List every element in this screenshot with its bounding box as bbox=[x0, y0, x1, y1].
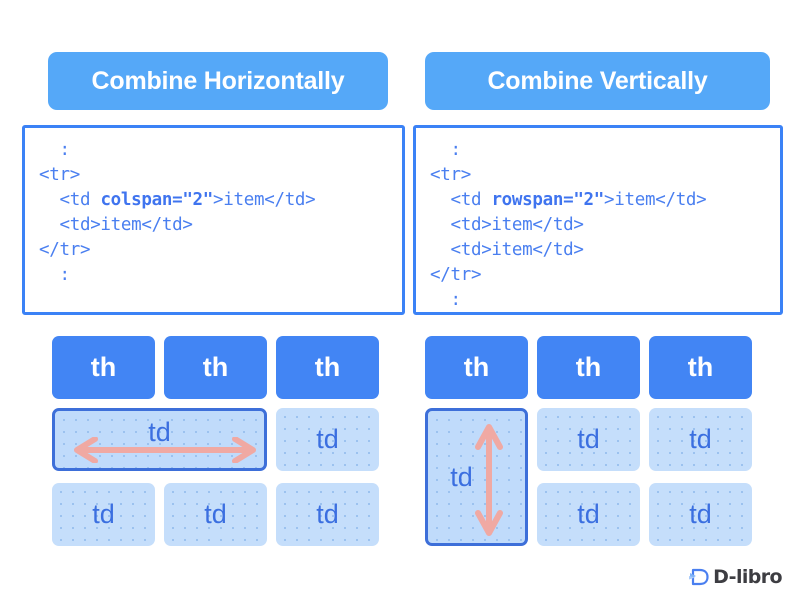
header-cell-th: th bbox=[52, 336, 155, 399]
code-text: <td>item</td> bbox=[59, 215, 193, 235]
code-line: : bbox=[39, 138, 388, 163]
code-text: <tr> bbox=[39, 165, 80, 185]
data-cell-td: td bbox=[164, 483, 267, 546]
cell-label: td bbox=[92, 499, 115, 529]
panel-title-vertical: Combine Vertically bbox=[425, 52, 770, 110]
data-cell-td: td bbox=[537, 408, 640, 471]
table-diagram-vertical: th th th td bbox=[425, 336, 755, 551]
code-text: </tr> bbox=[430, 265, 482, 285]
code-text: </tr> bbox=[39, 240, 91, 260]
data-cell-td: td bbox=[276, 408, 379, 471]
code-line: <tr> bbox=[39, 163, 388, 188]
header-cell-th: th bbox=[276, 336, 379, 399]
table-diagram-horizontal: th th th td bbox=[52, 336, 382, 551]
panel-title-horizontal: Combine Horizontally bbox=[48, 52, 388, 110]
code-text: >item</td> bbox=[604, 190, 707, 210]
header-cell-th: th bbox=[164, 336, 267, 399]
cell-grid: th th th td bbox=[52, 336, 382, 551]
header-cell-th: th bbox=[425, 336, 528, 399]
code-line: <tr> bbox=[430, 163, 766, 188]
merged-cell-rowspan: td bbox=[425, 408, 528, 546]
code-attribute-rowspan: rowspan="2" bbox=[491, 190, 605, 210]
code-text: : bbox=[450, 140, 461, 160]
code-text: >item</td> bbox=[213, 190, 316, 210]
code-text: <tr> bbox=[430, 165, 471, 185]
logo-text: D-libro bbox=[713, 566, 782, 588]
cell-label: td bbox=[204, 499, 227, 529]
cell-label: th bbox=[687, 352, 714, 382]
cell-label: th bbox=[314, 352, 341, 382]
cell-label: td bbox=[689, 424, 712, 454]
code-line: </tr> bbox=[39, 238, 388, 263]
code-line: : bbox=[430, 288, 766, 313]
code-line: <td>item</td> bbox=[430, 238, 766, 263]
code-text: <td bbox=[59, 190, 101, 210]
d-libro-logo-icon bbox=[689, 568, 709, 586]
cell-label: th bbox=[90, 352, 117, 382]
merged-cell-colspan: td bbox=[52, 408, 267, 471]
panel-combine-horizontally: Combine Horizontally : <tr> <td colspan="… bbox=[10, 0, 405, 600]
code-text: : bbox=[59, 140, 70, 160]
cell-label: td bbox=[689, 499, 712, 529]
cell-label: td bbox=[577, 499, 600, 529]
data-cell-td: td bbox=[276, 483, 379, 546]
code-text: : bbox=[450, 290, 461, 310]
cell-label: th bbox=[575, 352, 602, 382]
cell-label: td bbox=[450, 461, 473, 492]
header-cell-th: th bbox=[537, 336, 640, 399]
code-line: <td>item</td> bbox=[39, 213, 388, 238]
code-attribute-colspan: colspan="2" bbox=[100, 190, 214, 210]
code-block-vertical: :<tr> <td rowspan="2">item</td> <td>item… bbox=[413, 125, 783, 315]
code-text: <td bbox=[450, 190, 492, 210]
cell-label: td bbox=[577, 424, 600, 454]
data-cell-td: td bbox=[52, 483, 155, 546]
cell-label: td bbox=[316, 424, 339, 454]
cell-label: th bbox=[202, 352, 229, 382]
cell-label: td bbox=[148, 417, 171, 447]
code-text: <td>item</td> bbox=[450, 215, 584, 235]
data-cell-td: td bbox=[649, 483, 752, 546]
panel-combine-vertically: Combine Vertically : <tr> <td rowspan="2"… bbox=[400, 0, 790, 600]
code-snippet-vertical: :<tr> <td rowspan="2">item</td> <td>item… bbox=[430, 138, 766, 313]
data-cell-td: td bbox=[537, 483, 640, 546]
cell-grid: th th th td bbox=[425, 336, 755, 551]
code-line: : bbox=[39, 263, 388, 288]
code-line: <td>item</td> bbox=[430, 213, 766, 238]
code-line: : bbox=[430, 138, 766, 163]
header-cell-th: th bbox=[649, 336, 752, 399]
data-cell-td: td bbox=[649, 408, 752, 471]
code-snippet-horizontal: :<tr> <td colspan="2">item</td> <td>item… bbox=[39, 138, 388, 288]
code-line: <td rowspan="2">item</td> bbox=[430, 188, 766, 213]
brand-logo: D-libro bbox=[688, 566, 783, 588]
cell-label: th bbox=[463, 352, 490, 382]
cell-label: td bbox=[316, 499, 339, 529]
double-vertical-arrow-icon bbox=[475, 424, 503, 536]
code-line: <td colspan="2">item</td> bbox=[39, 188, 388, 213]
code-text: : bbox=[59, 265, 70, 285]
code-text: <td>item</td> bbox=[450, 240, 584, 260]
code-block-horizontal: :<tr> <td colspan="2">item</td> <td>item… bbox=[22, 125, 405, 315]
code-line: </tr> bbox=[430, 263, 766, 288]
